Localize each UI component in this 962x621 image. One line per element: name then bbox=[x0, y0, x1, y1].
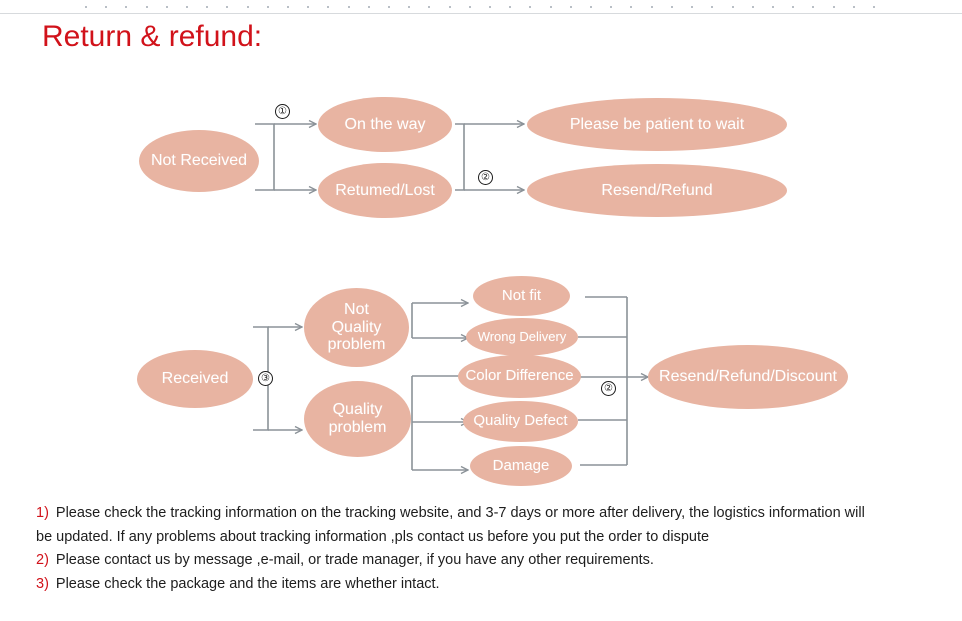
note-text: Please check the package and the items a… bbox=[55, 575, 440, 592]
node-label: Not Received bbox=[150, 152, 248, 170]
notes-list: 1) Please check the tracking information … bbox=[36, 503, 951, 597]
node-label: Resend/Refund/Discount bbox=[659, 368, 837, 386]
node-label: Resend/Refund bbox=[601, 181, 713, 199]
node-label: Not fit bbox=[501, 286, 542, 304]
node-label: Please be patient to wait bbox=[569, 115, 745, 133]
node-label: Quality Defect bbox=[473, 412, 568, 430]
page-title: Return & refund: bbox=[42, 20, 263, 53]
note-text: Please contact us by message ,e-mail, or… bbox=[55, 552, 654, 569]
node-not-fit[interactable]: Not fit bbox=[473, 276, 570, 316]
note-number: 3) bbox=[36, 575, 49, 592]
top-divider bbox=[0, 13, 962, 14]
node-not-quality-problem[interactable]: Not Quality problem bbox=[304, 288, 409, 367]
node-label: Damage bbox=[492, 456, 550, 474]
node-label: Wrong Delivery bbox=[477, 328, 567, 344]
note-item-3: 3) Please check the package and the items… bbox=[36, 574, 951, 595]
node-label: On the way bbox=[344, 115, 426, 133]
node-label: Quality problem bbox=[328, 401, 387, 436]
note-item-2: 2) Please contact us by message ,e-mail, … bbox=[36, 550, 951, 571]
node-label: Retumed/Lost bbox=[335, 181, 435, 199]
node-label: Color Difference bbox=[465, 367, 574, 385]
step-badge-2-chart2: ② bbox=[601, 381, 616, 396]
node-on-the-way[interactable]: On the way bbox=[318, 97, 452, 152]
note-number: 2) bbox=[36, 552, 49, 569]
top-dotted-marks bbox=[85, 4, 875, 10]
note-item-1: 1) Please check the tracking information … bbox=[36, 503, 951, 524]
node-please-be-patient-to-wait[interactable]: Please be patient to wait bbox=[527, 98, 787, 151]
node-quality-defect[interactable]: Quality Defect bbox=[463, 401, 578, 442]
node-label: Received bbox=[161, 370, 229, 388]
node-wrong-delivery[interactable]: Wrong Delivery bbox=[466, 318, 578, 356]
node-received[interactable]: Received bbox=[137, 350, 253, 408]
note-text: Please check the tracking information on… bbox=[55, 505, 865, 521]
node-color-difference[interactable]: Color Difference bbox=[458, 355, 581, 398]
step-badge-3: ③ bbox=[258, 371, 273, 386]
note-item-1-continued: be updated. If any problems about tracki… bbox=[36, 528, 710, 545]
node-quality-problem[interactable]: Quality problem bbox=[304, 381, 411, 457]
node-returned-lost[interactable]: Retumed/Lost bbox=[318, 163, 452, 218]
note-number: 1) bbox=[36, 505, 49, 521]
node-resend-refund-discount[interactable]: Resend/Refund/Discount bbox=[648, 345, 848, 409]
node-resend-refund[interactable]: Resend/Refund bbox=[527, 164, 787, 217]
node-label: Not Quality problem bbox=[327, 300, 386, 354]
step-badge-2-chart1: ② bbox=[478, 170, 493, 185]
node-not-received[interactable]: Not Received bbox=[139, 130, 259, 192]
node-damage[interactable]: Damage bbox=[470, 446, 572, 486]
step-badge-1: ① bbox=[275, 104, 290, 119]
